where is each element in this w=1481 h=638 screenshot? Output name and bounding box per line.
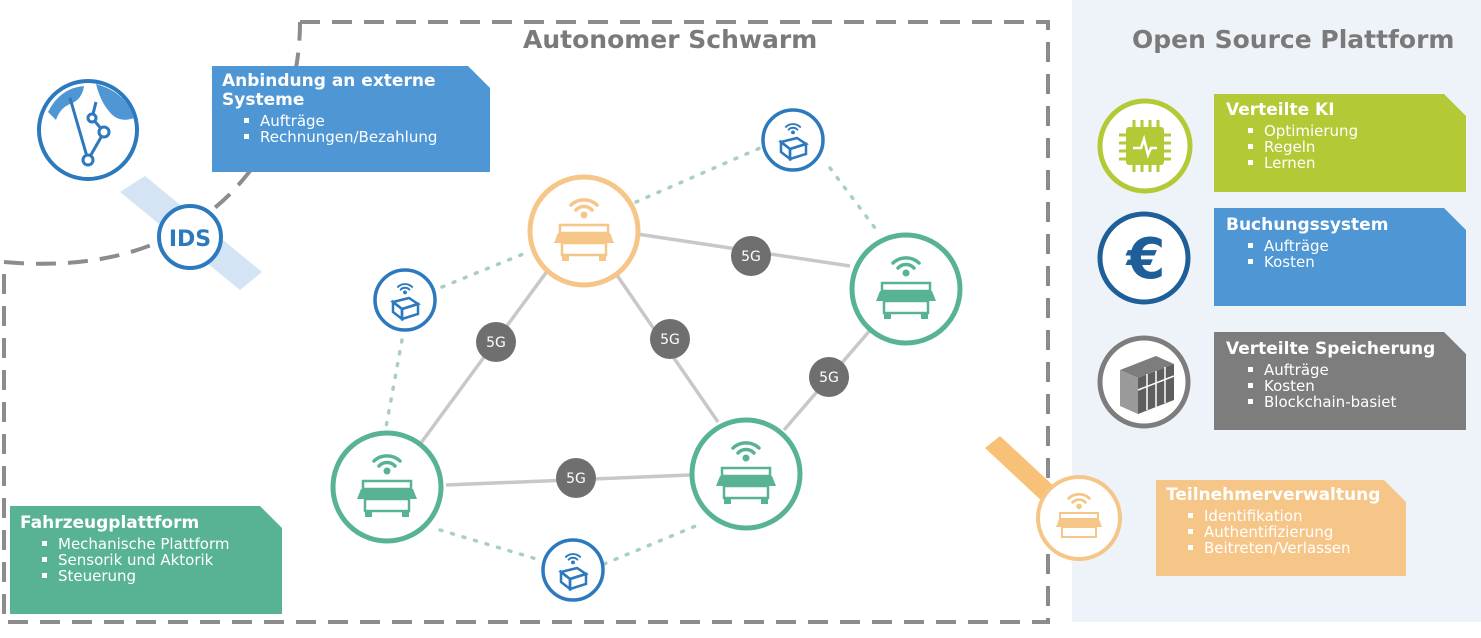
link-badge-5g: 5G [731,236,771,276]
box-ai-bg [1214,94,1466,192]
svg-text:5G: 5G [819,370,839,386]
storage-icon [1097,335,1191,429]
svg-text:5G: 5G [486,335,506,351]
svg-text:5G: 5G [741,249,761,265]
box-ai: Verteilte KI Optimierung Regeln Lernen [1226,100,1466,172]
list-item: Aufträge [222,113,482,129]
robot-icon [689,417,803,531]
box-vehicle: Fahrzeugplattform Mechanische Plattform … [20,513,280,585]
box-participants: Teilnehmerverwaltung Identifikation Auth… [1166,485,1406,557]
list-item: Kosten [1226,378,1466,394]
box-booking-title: Buchungssystem [1226,215,1389,235]
package-icon [541,538,605,602]
robot-icon [330,430,444,544]
list-item: Blockchain-basiet [1226,394,1466,410]
box-booking: Buchungssystem Aufträge Kosten [1226,215,1466,271]
box-vehicle-bg [10,506,282,614]
box-booking-bg [1214,208,1466,306]
box-vehicle-title: Fahrzeugplattform [20,513,200,533]
list-item: Aufträge [1226,362,1466,378]
box-participants-title: Teilnehmerverwaltung [1166,485,1381,505]
box-storage-bg [1214,332,1466,430]
package-icon [373,268,437,332]
list-item: Regeln [1226,139,1466,155]
svg-text:5G: 5G [566,471,586,487]
svg-text:€: € [1125,227,1166,292]
euro-icon: € [1097,211,1191,305]
link-badge-5g: 5G [650,319,690,359]
link-badge-5g: 5G [556,458,596,498]
swarm-title: Autonomer Schwarm [523,25,818,54]
list-item: Kosten [1226,254,1466,270]
list-item: Sensorik und Aktorik [20,552,280,568]
svg-text:5G: 5G [660,332,680,348]
network-links [416,232,874,487]
list-item: Mechanische Plattform [20,536,280,552]
robot-icon [527,174,641,288]
list-item: Optimierung [1226,123,1466,139]
box-external-title: Anbindung an externe Systeme [222,71,436,110]
list-item: Identifikation [1166,508,1406,524]
robot-icon [849,232,963,346]
box-external: Anbindung an externe Systeme Aufträge Re… [222,71,482,146]
list-item: Authentifizierung [1166,524,1406,540]
platform-title: Open Source Plattform [1132,25,1455,54]
dotted-links [382,146,880,566]
box-storage-title: Verteilte Speicherung [1226,339,1436,359]
list-item: Aufträge [1226,238,1466,254]
box-external-bg [212,66,490,172]
globe-icon [37,79,139,181]
participant-beam [985,436,1058,504]
chip-icon [1097,98,1193,194]
link-badge-5g: 5G [809,357,849,397]
swarm-boundary [2,20,1050,624]
box-participants-bg [1156,480,1406,576]
package-icon [761,108,825,172]
list-item: Beitreten/Verlassen [1166,540,1406,556]
list-item: Rechnungen/Bezahlung [222,129,482,145]
link-badge-5g: 5G [476,322,516,362]
ids-badge: IDS [157,204,223,270]
ids-label: IDS [169,227,211,252]
box-storage: Verteilte Speicherung Aufträge Kosten Bl… [1226,339,1466,411]
robot-icon [1036,475,1122,561]
list-item: Lernen [1226,155,1466,171]
box-ai-title: Verteilte KI [1226,100,1335,120]
list-item: Steuerung [20,568,280,584]
